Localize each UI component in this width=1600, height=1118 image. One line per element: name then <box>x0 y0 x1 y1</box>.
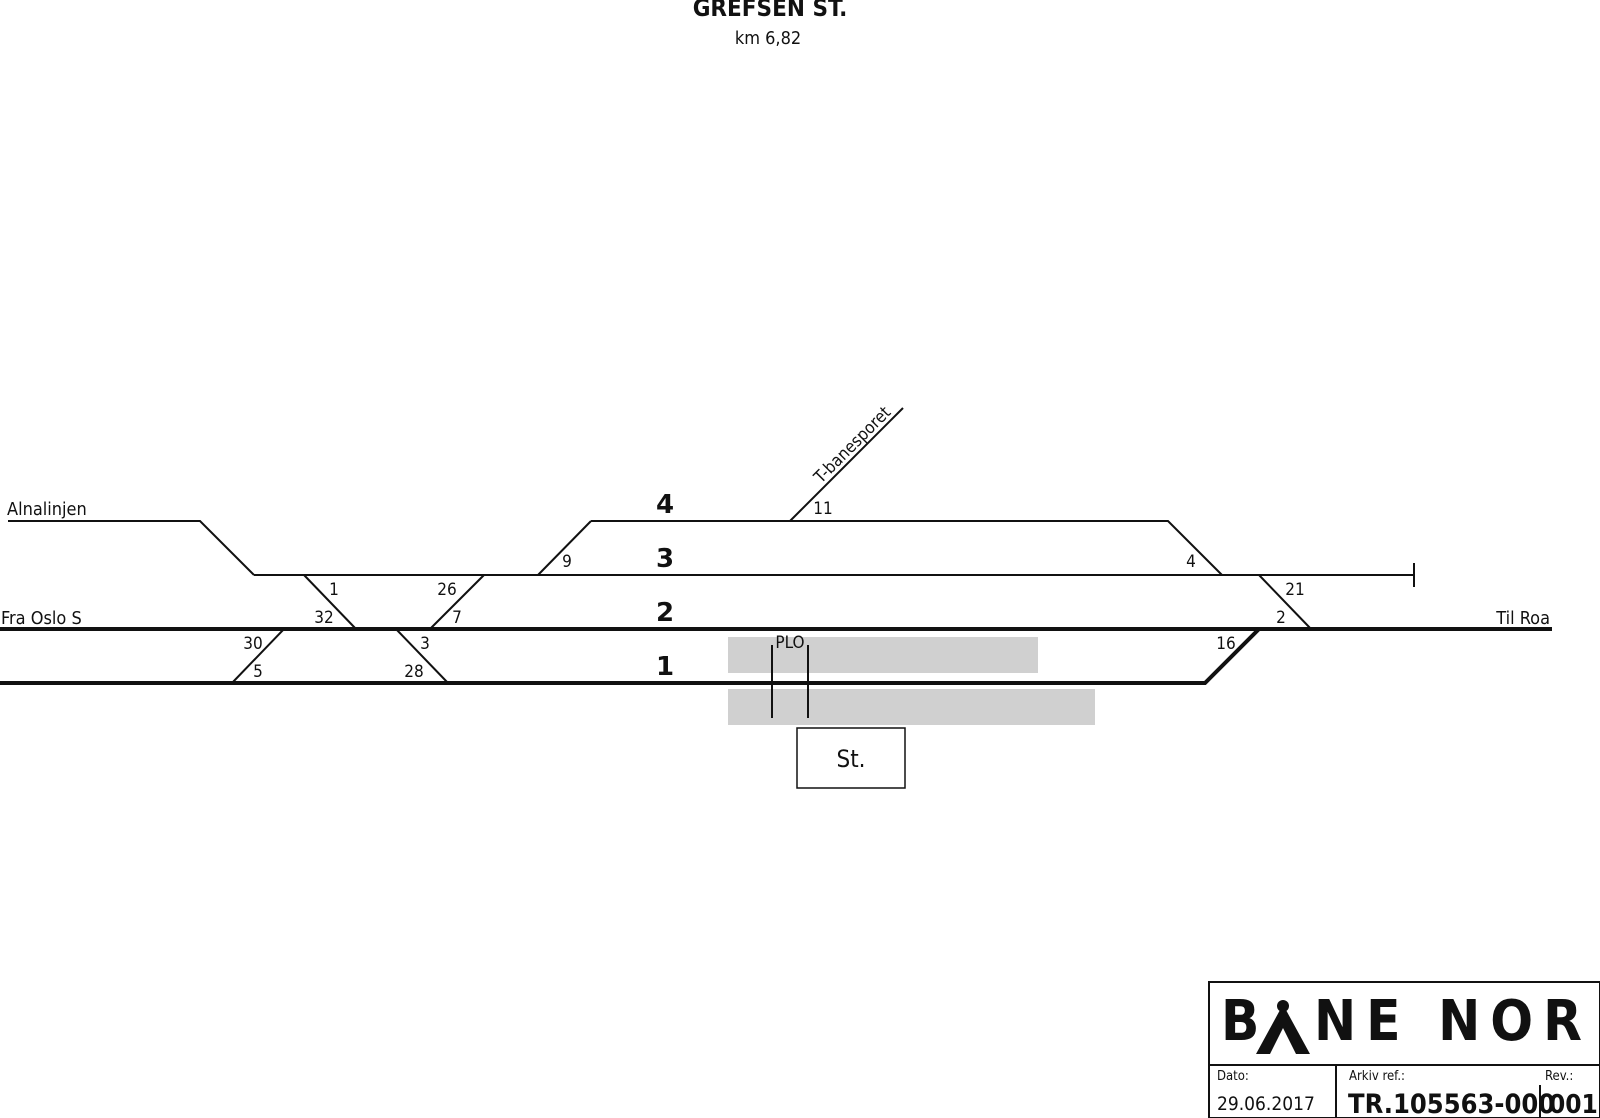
track-number-3: 3 <box>656 544 674 574</box>
station-building <box>796 727 906 789</box>
switch-number: 7 <box>452 608 462 628</box>
switch-number: 1 <box>329 580 339 600</box>
station-building-label: St. <box>836 745 865 773</box>
switch-number: 28 <box>404 662 423 682</box>
archive-label: Arkiv ref.: <box>1349 1069 1405 1084</box>
rev-label: Rev.: <box>1545 1069 1573 1084</box>
label-alnalinjen: Alnalinjen <box>7 499 87 520</box>
station-km: km 6,82 <box>735 28 801 49</box>
station-title: GREFSEN ST. <box>693 0 848 22</box>
logo-a-icon <box>1256 1010 1310 1054</box>
archive-value: TR.105563-000 <box>1348 1089 1555 1118</box>
track-number-1: 1 <box>656 652 674 682</box>
switch-number: 30 <box>243 634 262 654</box>
label-fra-oslo: Fra Oslo S <box>1 608 82 629</box>
switch-number: 5 <box>253 662 263 682</box>
track-number-4: 4 <box>656 490 674 520</box>
switch-1-32 <box>303 574 357 630</box>
switch-number: 26 <box>437 580 456 600</box>
plo-label: PLO <box>775 633 804 653</box>
switch-30-5 <box>231 628 285 684</box>
date-label: Dato: <box>1217 1069 1249 1084</box>
date-value: 29.06.2017 <box>1217 1093 1315 1115</box>
switch-number: 11 <box>813 499 832 519</box>
platform-lower <box>728 689 1095 725</box>
switch-number: 3 <box>420 634 430 654</box>
switch-number: 32 <box>314 608 333 628</box>
switch-number: 16 <box>1216 634 1235 654</box>
switch-26-7 <box>429 574 485 630</box>
bane-nor-logo: B NE NOR <box>1221 989 1592 1054</box>
svg-text:NE NOR: NE NOR <box>1314 989 1592 1054</box>
switch-9-track <box>537 520 592 576</box>
switch-number: 9 <box>562 552 572 572</box>
logo-dot-icon <box>1277 1000 1289 1012</box>
rev-value: 001 <box>1549 1090 1598 1118</box>
track-number-2: 2 <box>656 598 674 628</box>
switch-number: 4 <box>1186 552 1196 572</box>
track-4 <box>591 520 1223 576</box>
switch-3-28 <box>395 628 449 684</box>
svg-text:B: B <box>1221 989 1261 1054</box>
title-block: B NE NOR Dato: 29.06.2017 Arkiv ref.: TR… <box>1208 981 1600 1118</box>
t-bane-branch <box>789 407 904 522</box>
track-1 <box>0 627 1261 685</box>
switch-number: 21 <box>1285 580 1304 600</box>
platform-upper <box>728 637 1038 673</box>
switch-21-2 <box>1258 574 1312 630</box>
label-t-banesporet: T-banesporet <box>810 403 895 488</box>
switch-number: 2 <box>1276 608 1286 628</box>
label-til-roa: Til Roa <box>1495 608 1550 629</box>
alnalinjen-track <box>8 520 255 576</box>
